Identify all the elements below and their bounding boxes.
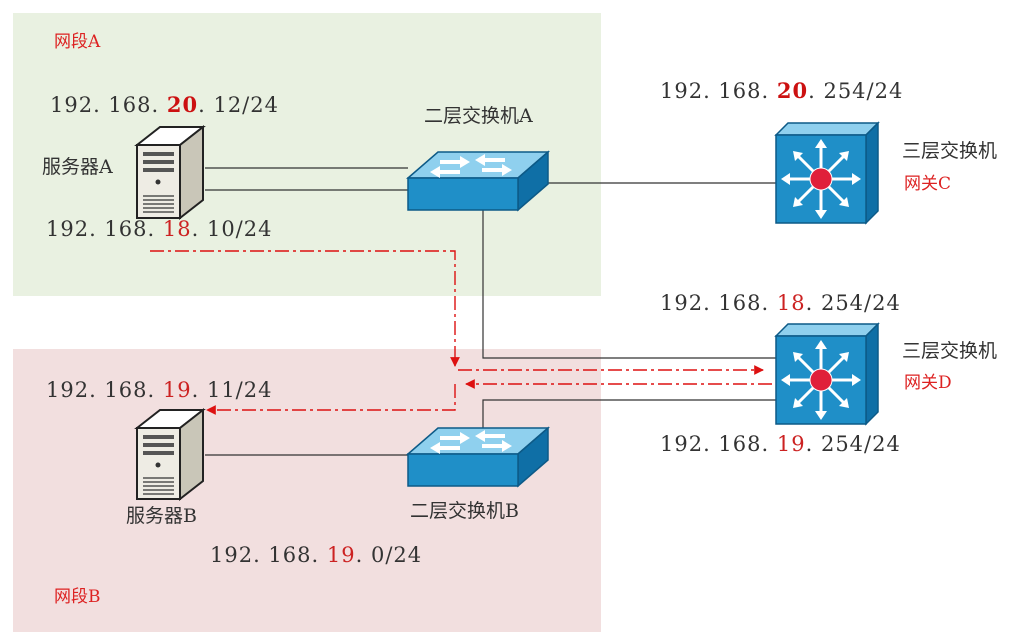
l2-switch-a-icon xyxy=(405,150,551,212)
server-a-label: 服务器A xyxy=(42,156,113,178)
ip-gateway-d-19: 192. 168. 19. 254/24 xyxy=(660,432,901,456)
links xyxy=(205,167,776,456)
segment-b-label: 网段B xyxy=(54,587,101,607)
segment-a-label: 网段A xyxy=(54,32,101,52)
gateway-c-label: 网关C xyxy=(904,174,952,194)
l3-switch-c-label: 三层交换机 xyxy=(902,140,998,162)
ip-server-a-20: 192. 168. 20. 12/24 xyxy=(50,92,279,117)
l2-switch-b-label: 二层交换机B xyxy=(410,500,519,522)
l3-switch-d-label: 三层交换机 xyxy=(902,340,998,362)
packet-path xyxy=(150,250,772,415)
ip-gateway-d-18: 192. 168. 18. 254/24 xyxy=(660,291,901,315)
ip-gateway-c: 192. 168. 20. 254/24 xyxy=(660,78,904,103)
server-a-icon xyxy=(134,124,206,221)
ip-server-a-18: 192. 168. 18. 10/24 xyxy=(46,217,273,241)
network-segment-b xyxy=(13,349,601,632)
link-switch-b-gateway-d xyxy=(482,399,776,428)
ip-server-b-19: 192. 168. 19. 11/24 xyxy=(46,378,273,402)
l3-switch-d-icon xyxy=(774,322,880,426)
path-to-server-b xyxy=(206,384,456,415)
link-switch-a-gateway-d xyxy=(482,210,776,359)
ip-network-b: 192. 168. 19. 0/24 xyxy=(210,543,423,567)
gateway-d-label: 网关D xyxy=(904,373,952,393)
server-b-icon xyxy=(134,407,206,502)
path-server-a-down xyxy=(150,250,460,367)
l2-switch-b-icon xyxy=(405,426,551,488)
server-b-label: 服务器B xyxy=(126,505,197,527)
l3-switch-c-icon xyxy=(774,121,880,225)
l2-switch-a-label: 二层交换机A xyxy=(424,105,533,127)
